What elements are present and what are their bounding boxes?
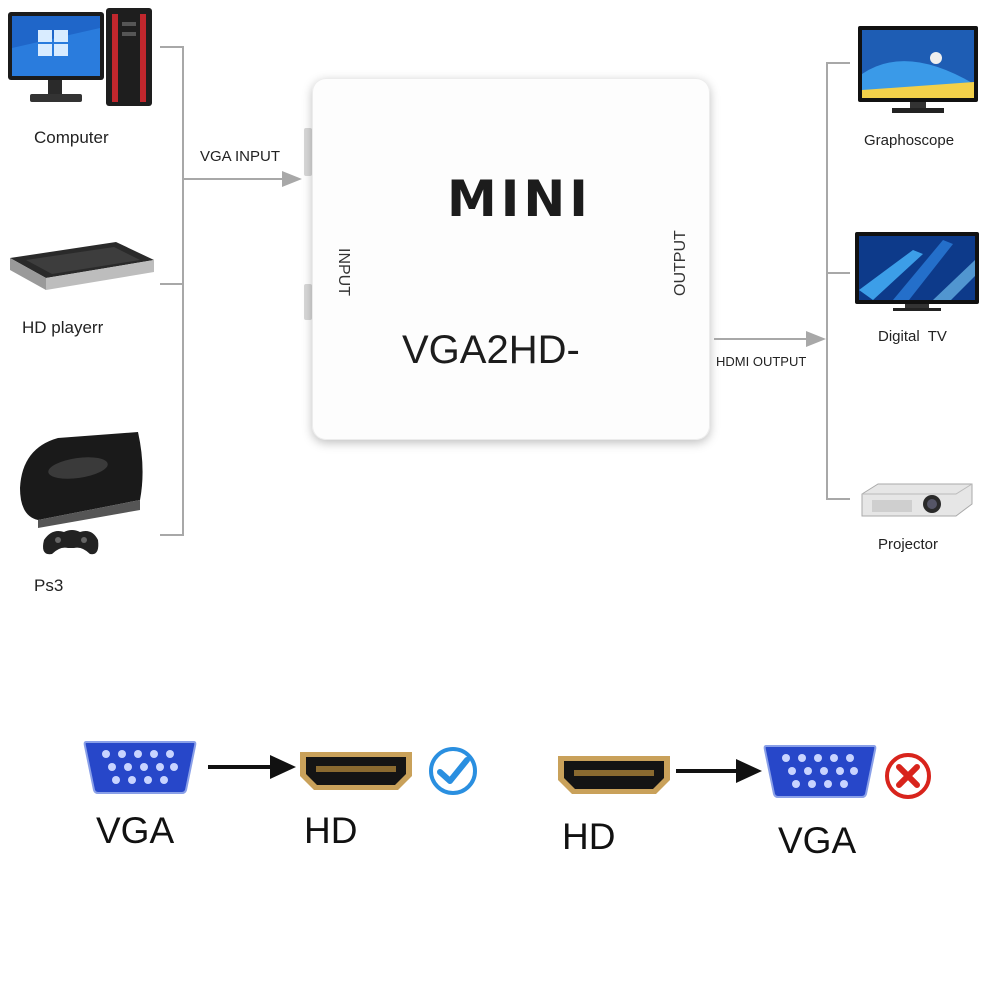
left-bracket-middle <box>160 283 184 285</box>
computer-icon <box>8 8 152 106</box>
tv-icon <box>855 232 979 311</box>
vga-connector-icon <box>83 741 197 794</box>
arrow-right-icon <box>676 759 762 783</box>
source-label-ps3: Ps3 <box>34 576 64 595</box>
output-arrow <box>714 331 826 347</box>
source-label-computer: Computer <box>34 128 109 147</box>
hdmi-output-label: HDMI OUTPUT <box>716 354 807 369</box>
output-label-graphoscope: Graphoscope <box>864 132 955 149</box>
device-model: VGA2HD- <box>402 328 580 372</box>
vga-port-edge-lower <box>304 284 312 320</box>
converter-device: MINI VGA2HD- INPUT OUTPUT <box>312 78 710 440</box>
compat-from-label-1: VGA <box>96 810 175 851</box>
projector-icon <box>861 483 973 517</box>
source-computer <box>8 8 158 113</box>
source-hd-player <box>6 238 156 298</box>
right-bracket-top <box>826 62 850 64</box>
compat-to-label-1: HD <box>304 810 358 851</box>
output-label-digital-tv: Digital TV <box>878 328 947 345</box>
hdmi-connector-icon <box>558 756 670 794</box>
compat-from-label-2: HD <box>562 816 616 857</box>
vga-connector-icon <box>763 745 877 798</box>
device-output-label: OUTPUT <box>672 230 689 296</box>
compat-to-label-2: VGA <box>778 820 857 861</box>
device-brand: MINI <box>447 170 592 228</box>
right-bracket-bottom <box>826 498 850 500</box>
output-digital-tv <box>853 230 981 312</box>
left-bracket-top <box>160 46 184 48</box>
source-ps3 <box>18 428 148 568</box>
monitor-icon <box>858 26 978 113</box>
left-bracket-bottom <box>160 534 184 536</box>
left-bracket-vertical <box>182 46 184 536</box>
game-console-icon <box>20 432 143 555</box>
hdmi-connector-icon <box>300 752 412 790</box>
input-arrow <box>182 171 302 187</box>
output-graphoscope <box>856 24 980 116</box>
output-label-projector: Projector <box>878 536 939 553</box>
output-projector <box>858 482 976 520</box>
check-icon <box>429 747 477 795</box>
media-player-icon <box>10 242 154 290</box>
vga-input-label: VGA INPUT <box>200 148 281 165</box>
right-bracket-vertical <box>826 62 828 500</box>
source-label-hd-player: HD playerr <box>22 318 104 337</box>
arrow-right-icon <box>208 755 296 779</box>
right-bracket-middle <box>826 272 850 274</box>
device-input-label: INPUT <box>335 248 352 296</box>
cross-icon <box>885 753 931 799</box>
vga-port-edge <box>304 128 312 176</box>
